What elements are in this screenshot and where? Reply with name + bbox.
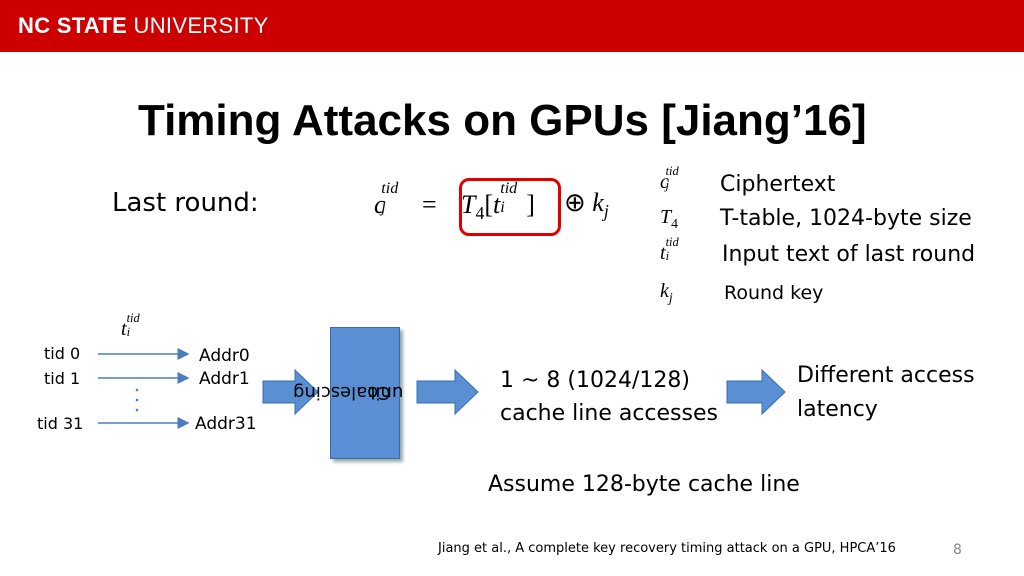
last-round-label: Last round: <box>112 188 259 218</box>
latency-text-line2: latency <box>797 397 878 422</box>
address-label: Addr31 <box>195 414 257 434</box>
equation-highlight-box <box>459 178 561 236</box>
thread-label: tid 1 <box>44 369 81 388</box>
eq-xor-key: ⊕ kj <box>564 188 609 222</box>
eq-equals: = <box>422 190 437 219</box>
legend-symbol-k: kj <box>660 280 673 305</box>
block-arrow-to-accesses <box>416 368 479 416</box>
page-number: 8 <box>953 542 962 558</box>
slide-title: Timing Attacks on GPUs [Jiang’16] <box>138 96 867 145</box>
legend-symbol-t4: T4 <box>660 206 678 231</box>
thread-label: tid 31 <box>37 414 84 433</box>
block-arrow-to-latency <box>726 368 786 416</box>
coalescing-unit-box <box>330 327 400 459</box>
latency-text-line1: Different access <box>797 363 975 388</box>
legend-text-input: Input text of last round <box>722 242 976 267</box>
legend-text-ttable: T-table, 1024-byte size <box>720 206 972 231</box>
block-arrow-to-coalescing <box>262 368 319 416</box>
citation: Jiang et al., A complete key recovery ti… <box>438 541 896 556</box>
legend-text-roundkey: Round key <box>724 282 824 304</box>
accesses-text-line1: 1 ~ 8 (1024/128) <box>500 368 690 393</box>
ellipsis-dot <box>135 408 139 412</box>
address-label: Addr0 <box>199 346 250 366</box>
ellipsis-dot <box>135 398 139 402</box>
address-label: Addr1 <box>199 369 250 389</box>
ellipsis-dot <box>135 388 139 392</box>
cache-line-assumption: Assume 128-byte cache line <box>488 472 800 497</box>
header-bar <box>0 0 1024 52</box>
accesses-text-line2: cache line accesses <box>500 401 718 426</box>
legend-text-ciphertext: Ciphertext <box>720 172 836 197</box>
thread-label: tid 0 <box>44 344 81 363</box>
university-logo: NC STATE UNIVERSITY <box>18 13 269 38</box>
